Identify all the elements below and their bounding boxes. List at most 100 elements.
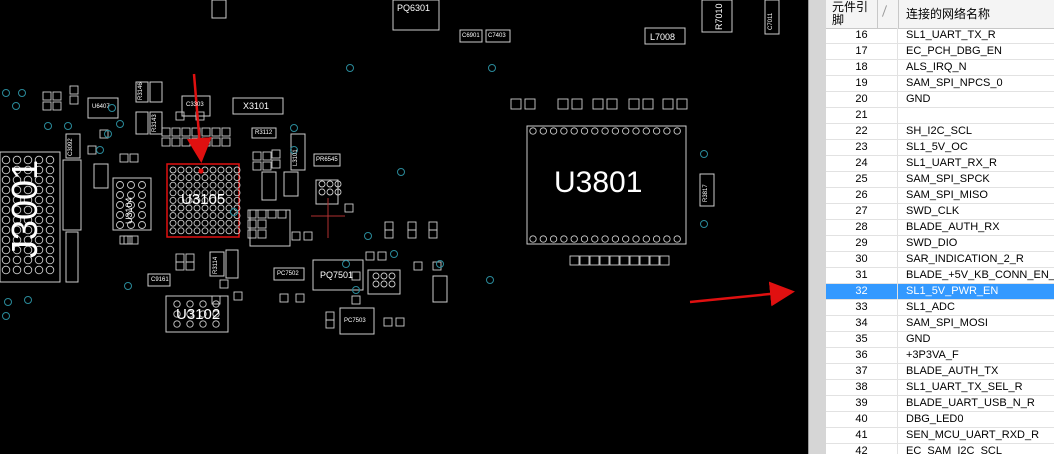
pin-number: 26 xyxy=(826,188,898,204)
net-name: SWD_DIO xyxy=(906,237,958,249)
pr6545-label[interactable]: PR6545 xyxy=(316,157,338,163)
pin-number: 30 xyxy=(826,252,898,268)
l7008-label[interactable]: L7008 xyxy=(650,32,676,42)
pin-number: 40 xyxy=(826,412,898,428)
header-sort-divider[interactable] xyxy=(878,0,899,28)
table-row[interactable]: 16 SL1_UART_TX_R xyxy=(826,28,1054,44)
r3112-label[interactable]: R3112 xyxy=(255,130,273,136)
splitter-bar[interactable] xyxy=(808,0,827,454)
table-row[interactable]: 42 EC_SAM_I2C_SCL xyxy=(826,444,1054,454)
pin-number: 39 xyxy=(826,396,898,412)
r3143-label[interactable]: R3143 xyxy=(152,114,158,132)
pin-number: 41 xyxy=(826,428,898,444)
u3104-label[interactable]: U3104 xyxy=(124,197,134,224)
net-name: SL1_5V_PWR_EN xyxy=(906,285,999,297)
c3303-label[interactable]: C3303 xyxy=(186,102,204,108)
net-name: SEN_MCU_UART_RXD_R xyxy=(906,429,1040,441)
net-name: SL1_UART_RX_R xyxy=(906,157,997,169)
pin-number: 31 xyxy=(826,268,898,284)
pin-number: 34 xyxy=(826,316,898,332)
pin-number: 32 xyxy=(826,284,898,300)
r3114-label[interactable]: R3114 xyxy=(213,256,219,274)
pin-number: 16 xyxy=(826,28,898,44)
table-row[interactable]: 28 BLADE_AUTH_RX xyxy=(826,220,1054,236)
pin-number: 28 xyxy=(826,220,898,236)
net-name: SL1_UART_TX_R xyxy=(906,29,996,41)
u3102-label[interactable]: U3102 xyxy=(176,306,221,323)
table-row[interactable]: 32 SL1_5V_PWR_EN xyxy=(826,284,1054,300)
table-row[interactable]: 29 SWD_DIO xyxy=(826,236,1054,252)
table-row[interactable]: 41 SEN_MCU_UART_RXD_R xyxy=(826,428,1054,444)
u3104-outline xyxy=(112,177,152,231)
selected-pin-marker xyxy=(198,168,204,174)
pin-number: 42 xyxy=(826,444,898,454)
pin-number: 22 xyxy=(826,124,898,140)
pin-number: 29 xyxy=(826,236,898,252)
u3105-outline xyxy=(166,163,240,238)
table-row[interactable]: 22 SH_I2C_SCL xyxy=(826,124,1054,140)
table-row[interactable]: 30 SAR_INDICATION_2_R xyxy=(826,252,1054,268)
table-row[interactable]: 36 +3P3VA_F xyxy=(826,348,1054,364)
c7403-label[interactable]: C7403 xyxy=(488,33,506,39)
pq7501-label[interactable]: PQ7501 xyxy=(320,270,354,280)
u3801-label[interactable]: U3801 xyxy=(554,166,643,199)
net-name: SH_I2C_SCL xyxy=(906,125,973,137)
pq6301-label[interactable]: PQ6301 xyxy=(397,3,431,13)
net-name: SL1_5V_OC xyxy=(906,141,968,153)
pin-number: 21 xyxy=(826,108,898,124)
l7008-outline xyxy=(644,27,686,45)
pc7503-label[interactable]: PC7503 xyxy=(344,318,366,324)
net-name: +3P3VA_F xyxy=(906,349,959,361)
u3105-label[interactable]: U3105 xyxy=(181,191,226,208)
r3817-label[interactable]: R3817 xyxy=(703,184,709,202)
c3092-label[interactable]: C3092 xyxy=(68,138,74,156)
r3146-label[interactable]: R3146 xyxy=(138,82,144,100)
u3801-outline xyxy=(526,125,687,245)
header-net[interactable]: 连接的网络名称 xyxy=(906,7,991,21)
u3102-outline xyxy=(165,295,229,333)
pin-number: 18 xyxy=(826,60,898,76)
net-name: SAR_INDICATION_2_R xyxy=(906,253,1024,265)
j3001-label[interactable]: J3001 xyxy=(4,159,45,258)
x3101-label[interactable]: X3101 xyxy=(243,101,270,111)
r7010-label[interactable]: R7010 xyxy=(714,3,724,30)
header-pin[interactable]: 元件引脚 xyxy=(826,0,878,28)
red-arrow-right xyxy=(689,281,795,307)
u6407-outline xyxy=(87,97,119,119)
u6407-label[interactable]: U6407 xyxy=(92,104,110,110)
net-name: GND xyxy=(906,333,931,345)
c7011-label[interactable]: C7011 xyxy=(768,12,774,30)
net-name: BLADE_AUTH_RX xyxy=(906,221,1000,233)
pq7501-outline xyxy=(312,259,364,291)
table-row[interactable]: 21 xyxy=(826,108,1054,124)
net-name: EC_SAM_I2C_SCL xyxy=(906,445,1002,454)
pc7502-label[interactable]: PC7502 xyxy=(277,271,299,277)
l3101-label[interactable]: L3101 xyxy=(293,149,299,166)
pin-number: 36 xyxy=(826,348,898,364)
c6901-label[interactable]: C6901 xyxy=(462,33,480,39)
pin-number: 38 xyxy=(826,380,898,396)
pcb-view[interactable]: J3001 U3105 U3104 U3102 U3801 PQ7501 PQ6… xyxy=(0,0,808,454)
c9161-label[interactable]: C9161 xyxy=(151,277,169,283)
pin-number: 37 xyxy=(826,364,898,380)
pq6301-outline xyxy=(392,0,440,31)
